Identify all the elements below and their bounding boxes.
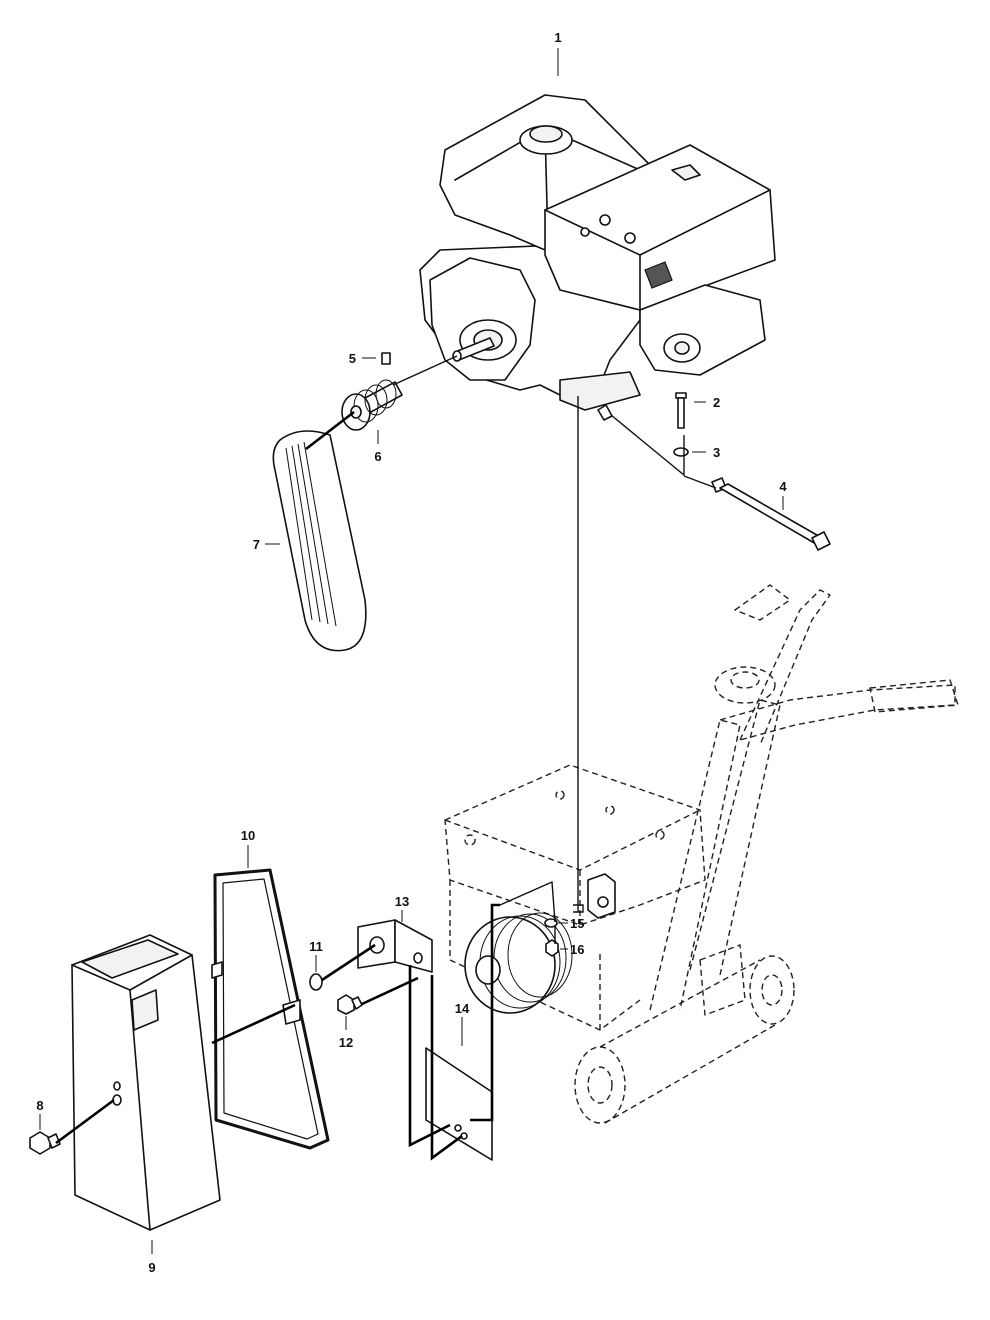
callout-10: 10	[241, 828, 255, 868]
callout-14: 14	[455, 1001, 470, 1046]
callout-2: 2	[694, 395, 720, 410]
callout-6: 6	[374, 430, 382, 464]
callout-label: 12	[339, 1035, 353, 1050]
callout-12: 12	[339, 1016, 353, 1050]
callout-label: 3	[713, 445, 720, 460]
callout-13: 13	[395, 894, 409, 922]
callout-label: 2	[713, 395, 720, 410]
callout-label: 8	[36, 1098, 43, 1113]
callout-label: 5	[349, 351, 356, 366]
callout-label: 6	[374, 449, 381, 464]
drive-pulley	[464, 912, 573, 1014]
part-2-bolt	[675, 392, 687, 429]
callout-label: 9	[148, 1260, 155, 1275]
part-5-setscrew	[381, 352, 391, 365]
callout-1: 1	[554, 30, 562, 76]
part-7-belt	[272, 430, 367, 652]
callout-label: 11	[309, 939, 323, 954]
part-12-bolt	[337, 994, 363, 1015]
mount-block	[587, 873, 616, 919]
part-15-washer	[544, 918, 558, 928]
part-13-bracket	[357, 919, 433, 973]
part-3-washer	[673, 447, 689, 457]
callout-4: 4	[779, 479, 787, 510]
part-6-pulley	[341, 379, 403, 431]
part-14-plate	[425, 1047, 493, 1161]
callout-9: 9	[148, 1240, 156, 1275]
part-16-nut	[545, 939, 559, 957]
part-4-rod	[711, 477, 831, 551]
machine-frame-reference	[444, 584, 959, 1124]
callout-label: 7	[253, 537, 260, 552]
callout-label: 10	[241, 828, 255, 843]
callout-7: 7	[253, 537, 280, 552]
callout-5: 5	[349, 351, 376, 366]
engine	[419, 94, 776, 421]
callout-15: 15	[558, 916, 584, 931]
callout-3: 3	[692, 445, 720, 460]
assembly-lines	[55, 355, 717, 1161]
callout-11: 11	[309, 939, 323, 972]
callout-label: 13	[395, 894, 409, 909]
callout-label: 1	[554, 30, 561, 45]
callout-16: 16	[560, 942, 584, 957]
callout-label: 14	[455, 1001, 470, 1016]
callout-label: 4	[779, 479, 787, 494]
part-9-belt-guard	[71, 934, 221, 1231]
callout-label: 15	[570, 916, 584, 931]
part-10-gasket	[211, 868, 330, 1150]
callout-label: 16	[570, 942, 584, 957]
part-11-washer	[309, 973, 323, 991]
part-8-bolt	[29, 1131, 61, 1155]
callout-8: 8	[36, 1098, 44, 1130]
